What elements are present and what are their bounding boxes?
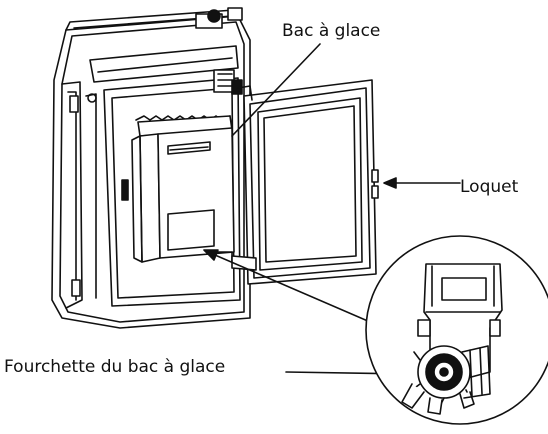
label-ice-bin: Bac à glace <box>282 21 381 41</box>
leader-ice-bin <box>231 43 321 137</box>
label-latch: Loquet <box>460 177 519 197</box>
label-ice-bin-fork: Fourchette du bac à glace <box>4 357 226 377</box>
open-door <box>231 79 379 285</box>
fork-detail-circle <box>365 235 548 425</box>
ice-bin <box>131 115 235 263</box>
arrowhead-latch <box>383 177 397 189</box>
